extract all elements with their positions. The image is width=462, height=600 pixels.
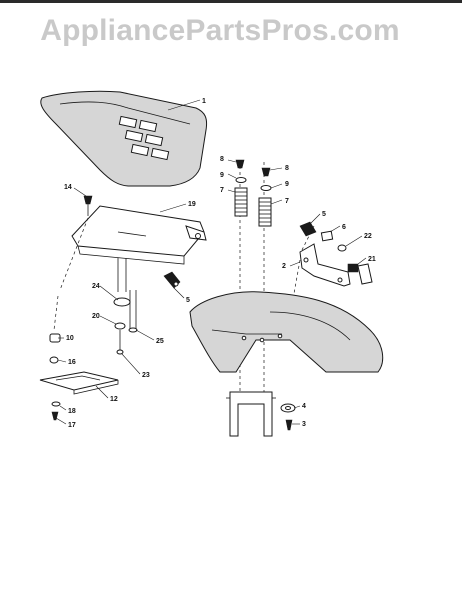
- callout-4: 4: [302, 403, 306, 410]
- callout-7-right: 7: [285, 198, 289, 205]
- callout-1: 1: [202, 98, 206, 105]
- callout-20: 20: [92, 313, 100, 320]
- callout-5-right: 5: [322, 211, 326, 218]
- alignment-lines: [53, 160, 315, 396]
- watermark: AppliancePartsPros.com: [40, 14, 400, 47]
- hardware-right[interactable]: [299, 221, 373, 285]
- leader-lines: [55, 99, 367, 425]
- callout-14: 14: [64, 184, 72, 191]
- callout-25: 25: [156, 338, 164, 345]
- callout-12: 12: [110, 396, 118, 403]
- bolt-5-left[interactable]: [163, 271, 181, 289]
- top-border: [0, 0, 462, 3]
- callout-16: 16: [68, 359, 76, 366]
- callout-19: 19: [188, 201, 196, 208]
- callout-8-right: 8: [285, 165, 289, 172]
- seat-pan[interactable]: [71, 205, 207, 265]
- callout-2: 2: [282, 263, 286, 270]
- callout-6: 6: [342, 224, 346, 231]
- washer-and-bolt[interactable]: [280, 403, 296, 431]
- seat-slide-rail[interactable]: [39, 333, 119, 421]
- callout-8-left: 8: [220, 156, 224, 163]
- callout-22: 22: [364, 233, 372, 240]
- adjustment-knob[interactable]: [83, 195, 93, 216]
- callout-23: 23: [142, 372, 150, 379]
- callout-21: 21: [368, 256, 376, 263]
- seat[interactable]: [40, 90, 208, 187]
- callout-17: 17: [68, 422, 76, 429]
- callout-labels: 1 14 19 8 9 7 8 9 7 5 6 22 2 21 24 5 20 …: [64, 98, 376, 429]
- spring-left[interactable]: [234, 159, 248, 217]
- callout-10: 10: [66, 335, 74, 342]
- seat-bracket[interactable]: [299, 243, 351, 287]
- spring-right[interactable]: [258, 167, 272, 227]
- callout-9-right: 9: [285, 181, 289, 188]
- callout-3: 3: [302, 421, 306, 428]
- callout-9-left: 9: [220, 172, 224, 179]
- seat-pivot-post[interactable]: [113, 258, 138, 333]
- callout-5-left: 5: [186, 297, 190, 304]
- callout-7-left: 7: [220, 187, 224, 194]
- callout-24: 24: [92, 283, 100, 290]
- callout-18: 18: [68, 408, 76, 415]
- washer-and-nut[interactable]: [114, 322, 126, 355]
- fender-chassis[interactable]: [189, 291, 384, 437]
